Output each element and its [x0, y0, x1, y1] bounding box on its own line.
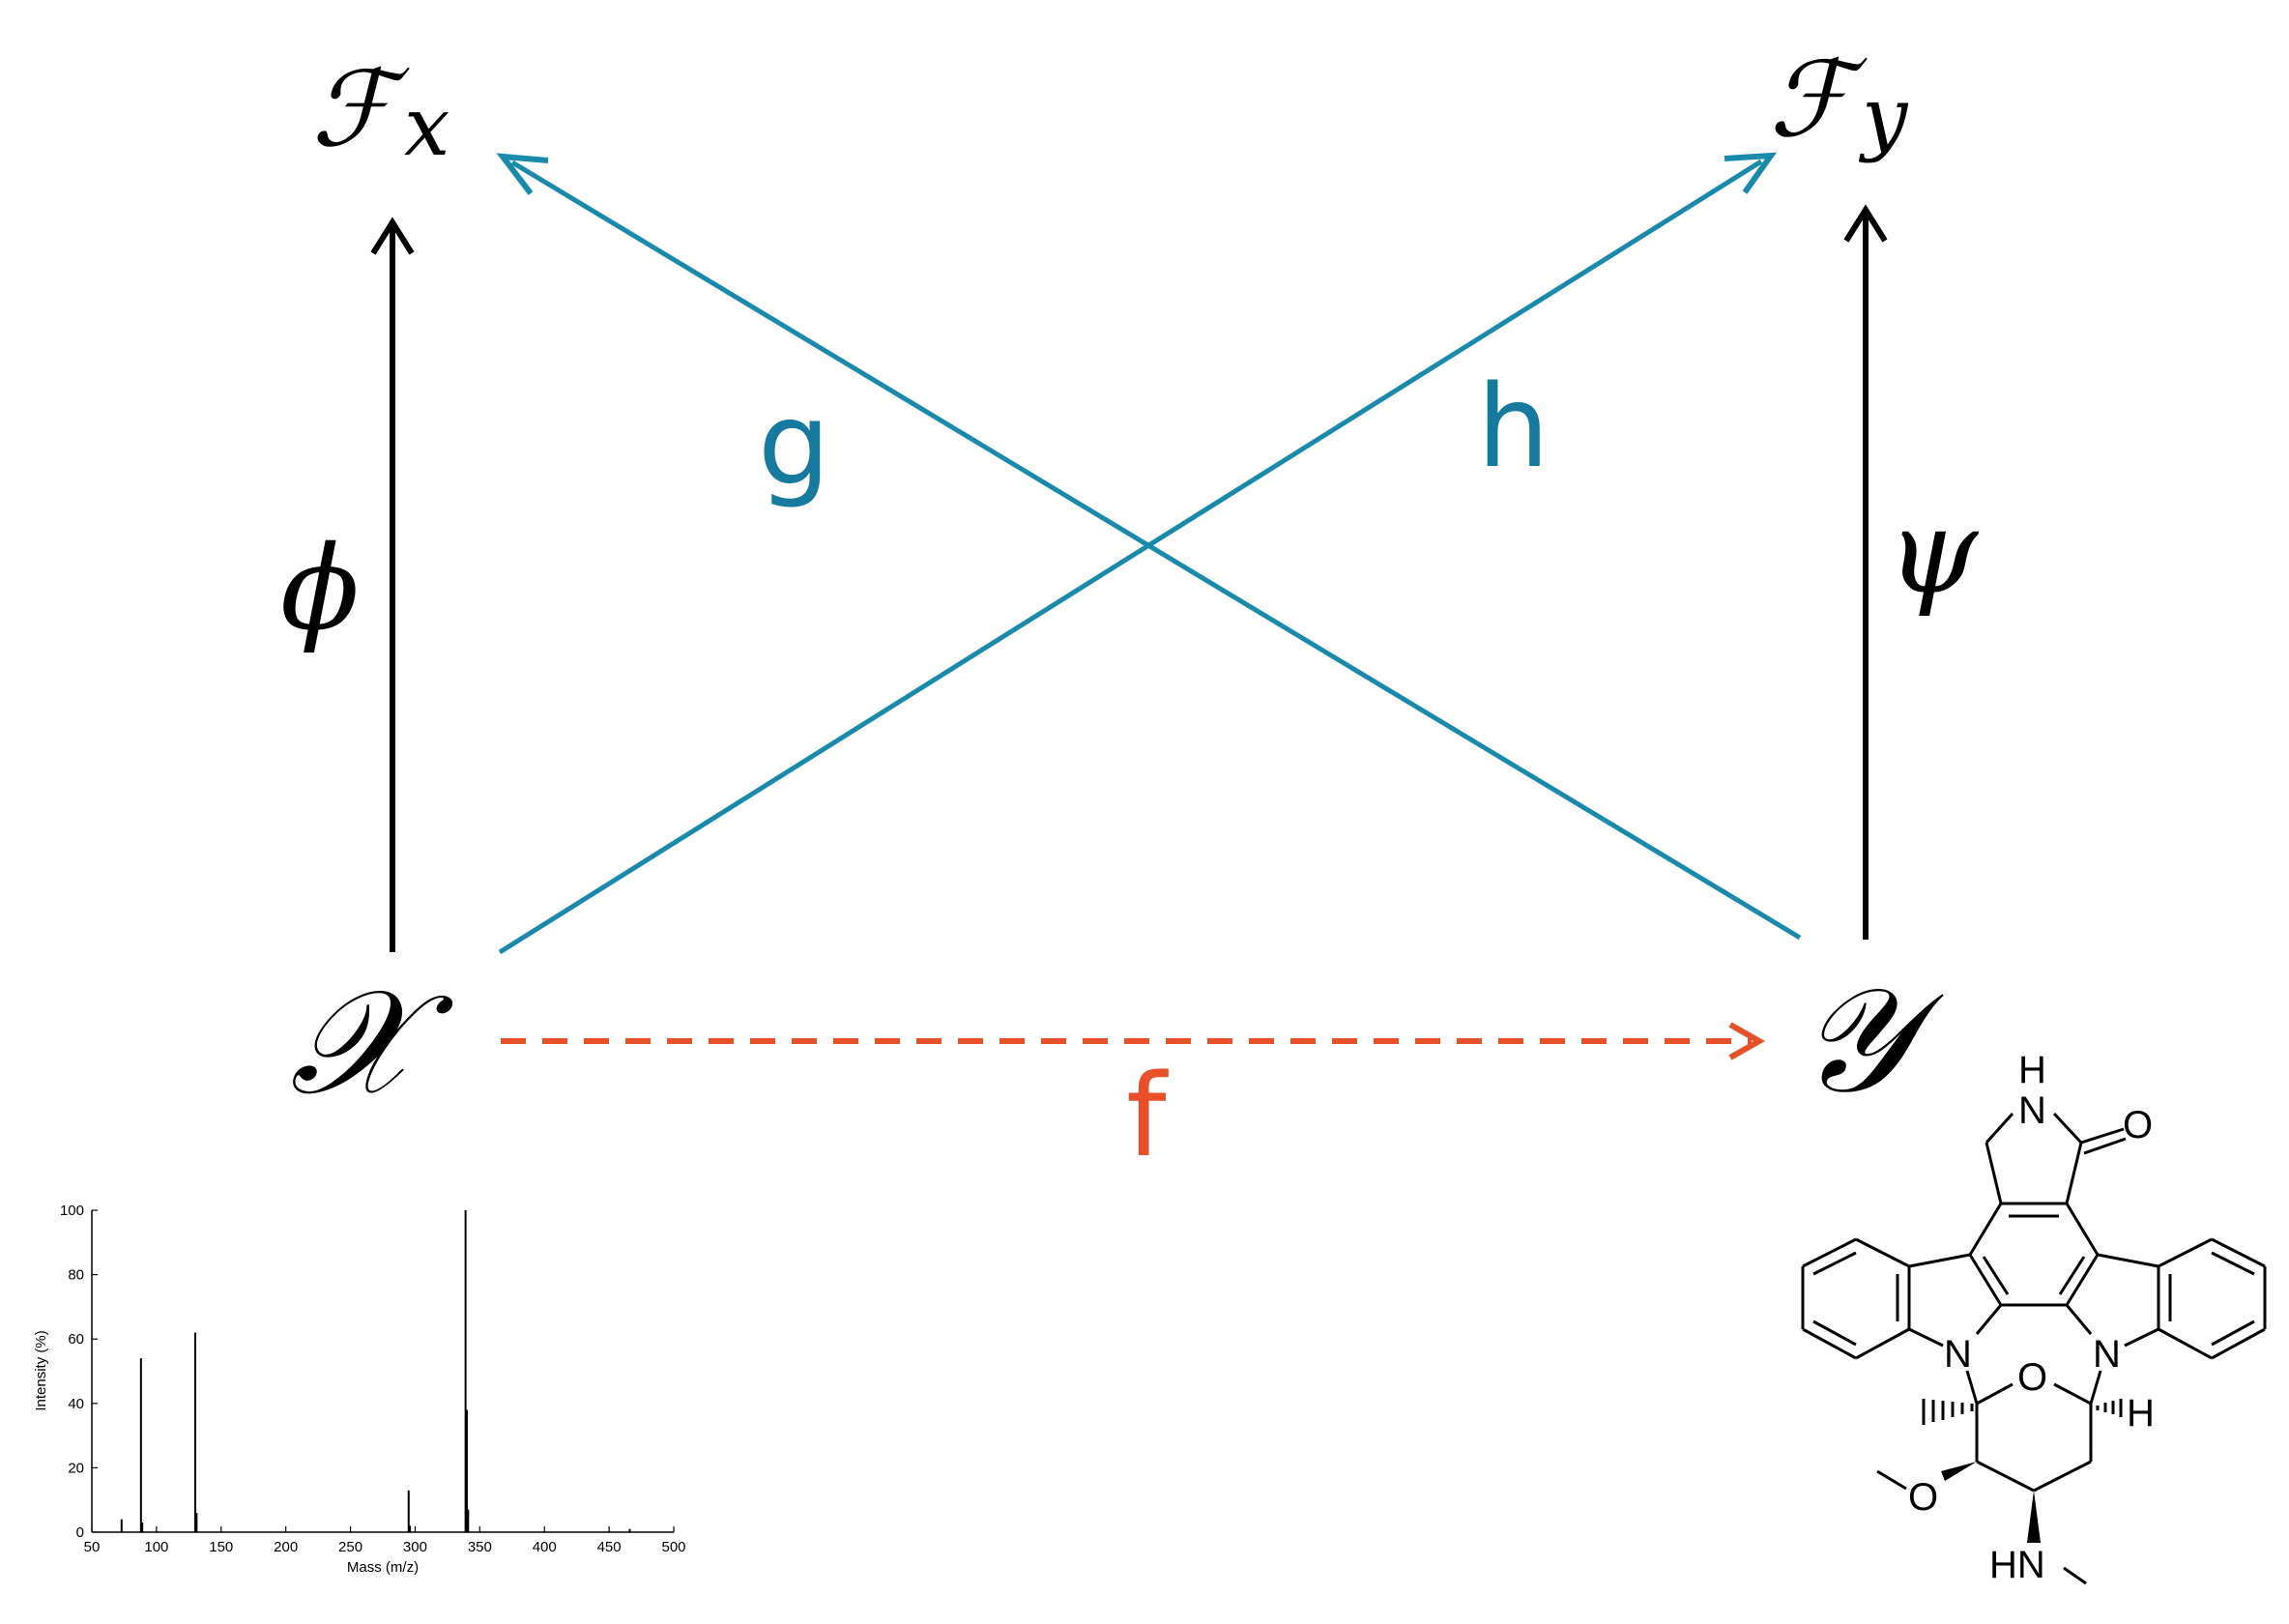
atom-o-methoxy: O	[1908, 1476, 1938, 1519]
atom-o-carbonyl: O	[2123, 1104, 2153, 1146]
x-tick-label: 350	[468, 1539, 492, 1555]
node-x: 𝒳	[290, 959, 453, 1127]
bond	[2052, 1112, 2083, 1145]
bond	[1976, 1460, 2035, 1493]
x-tick-label: 250	[338, 1539, 362, 1555]
bond	[2065, 1254, 2100, 1306]
y-tick-label: 100	[60, 1203, 84, 1219]
x-tick-label: 100	[144, 1539, 168, 1555]
bond	[1812, 1320, 1857, 1347]
node-fx: ℱ x	[311, 49, 449, 174]
bond	[2211, 1251, 2255, 1276]
bond	[1975, 1304, 2003, 1335]
h-arrow	[498, 152, 1778, 955]
psi-arrow	[1843, 204, 1888, 940]
atom-h-top: H	[2018, 1049, 2046, 1091]
atom-n-right: N	[2093, 1333, 2121, 1376]
hashed-bond	[2096, 1399, 2123, 1417]
fx-letter: ℱ	[311, 49, 410, 170]
node-fy: ℱ y	[1769, 40, 1909, 164]
fy-subscript: y	[1858, 70, 1909, 164]
bond	[1985, 1142, 2003, 1204]
x-tick-label: 150	[209, 1539, 233, 1555]
g-arrow	[496, 153, 1802, 941]
bond	[1968, 1254, 2003, 1306]
bond	[1802, 1237, 1857, 1268]
x-tick-label: 300	[403, 1539, 427, 1555]
node-y: 𝒴	[1798, 957, 1944, 1125]
bond	[1985, 1112, 2014, 1145]
x-tick-label: 400	[533, 1539, 557, 1555]
bond	[1855, 1327, 1910, 1360]
bond	[1876, 1469, 1907, 1491]
bond	[2097, 1253, 2159, 1268]
bond	[1968, 1203, 2003, 1256]
bond	[1908, 1253, 1971, 1268]
wedge-bond	[2027, 1491, 2041, 1543]
label-phi: ϕ	[280, 522, 360, 656]
molecule-structure	[1801, 1112, 2267, 1585]
bond	[2211, 1320, 2255, 1347]
y-tick-label: 0	[76, 1524, 84, 1541]
x-tick-label: 450	[597, 1539, 622, 1555]
x-tick-label: 50	[84, 1539, 101, 1555]
bond	[1982, 1256, 2010, 1295]
bond	[2211, 1327, 2266, 1360]
bond	[2089, 1370, 2102, 1405]
bond	[2211, 1237, 2266, 1268]
y-tick-label: 80	[68, 1267, 84, 1284]
spectrum-ylabel: Intensity (%)	[33, 1330, 49, 1410]
bond	[2124, 1327, 2159, 1348]
atom-hn: HN	[1989, 1544, 2045, 1586]
wedge-bond	[1941, 1462, 1977, 1481]
atom-o-ring: O	[2017, 1356, 2047, 1399]
spectrum-peaks	[120, 1210, 631, 1532]
label-psi: ψ	[1887, 485, 1980, 620]
spectrum-ticks: 50 100 150 200 250 300 350 400 450 500 0 20 40 60 80 10…	[60, 1203, 686, 1555]
atom-n-left: N	[1944, 1333, 1972, 1376]
f-arrow	[501, 1022, 1766, 1060]
bond	[2058, 1256, 2086, 1295]
phi-arrow	[370, 217, 415, 952]
hashed-bond	[1922, 1399, 1974, 1425]
bond	[1965, 1370, 1979, 1405]
bond	[2053, 1382, 2092, 1406]
bond	[2158, 1327, 2213, 1360]
bond	[2065, 1142, 2083, 1204]
y-tick-label: 20	[68, 1460, 84, 1476]
mass-spectrum-chart: 50 100 150 200 250 300 350 400 450 500 0 20 40 60 80 10…	[33, 1203, 686, 1576]
bond	[2083, 1137, 2127, 1155]
bond	[1976, 1382, 2014, 1406]
bond	[2158, 1237, 2213, 1268]
spectrum-xlabel: Mass (m/z)	[347, 1559, 419, 1576]
bond	[1908, 1327, 1944, 1348]
atom-h-right: H	[2127, 1392, 2155, 1435]
bond	[1802, 1327, 1857, 1360]
bond	[2063, 1566, 2087, 1585]
bond	[2080, 1127, 2125, 1145]
fy-letter: ℱ	[1769, 40, 1868, 160]
y-tick-label: 40	[68, 1396, 84, 1412]
label-f: f	[1126, 1049, 1169, 1182]
bond	[2065, 1304, 2093, 1335]
x-tick-label: 200	[274, 1539, 298, 1555]
x-tick-label: 500	[661, 1539, 685, 1555]
bond	[2033, 1460, 2092, 1493]
fx-subscript: x	[404, 79, 449, 174]
bond	[1855, 1237, 1910, 1268]
label-h: h	[1477, 360, 1550, 493]
y-tick-label: 60	[68, 1331, 84, 1348]
bond	[2065, 1203, 2100, 1256]
label-g: g	[758, 377, 830, 510]
bond	[1812, 1251, 1857, 1276]
atom-n-top: N	[2018, 1089, 2046, 1132]
